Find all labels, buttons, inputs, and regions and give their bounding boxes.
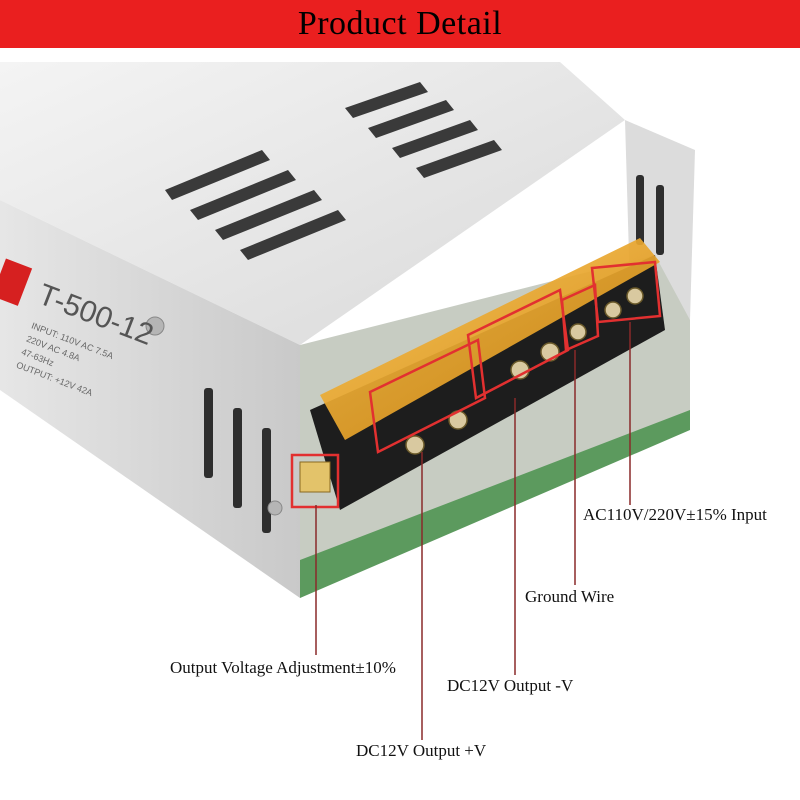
label-dc-output-pos: DC12V Output +V xyxy=(356,741,487,760)
highlight-dc-pos xyxy=(368,338,487,454)
label-ground-wire: Ground Wire xyxy=(525,587,615,606)
vent-slots-right xyxy=(636,175,664,255)
vent-slots-side xyxy=(204,388,271,533)
highlight-boxes xyxy=(290,260,662,509)
highlight-ground xyxy=(560,283,600,352)
terminal-screws xyxy=(405,287,644,455)
label-ac-input: AC110V/220V±15% Input xyxy=(583,505,767,524)
highlight-adjust xyxy=(290,453,340,509)
terminal-block xyxy=(310,255,665,510)
power-supply-photo: T-500-12 INPUT: 110V AC 7.5A 220V AC 4.8… xyxy=(0,62,695,740)
case-side xyxy=(0,200,300,598)
terminal-cover xyxy=(320,238,660,440)
label-voltage-adjust: Output Voltage Adjustment±10% xyxy=(170,658,396,677)
leader-lines xyxy=(315,322,631,740)
header-banner: Product Detail xyxy=(0,0,800,48)
vent-slots-top xyxy=(165,82,502,260)
highlight-ac-input xyxy=(590,260,662,324)
label-dc-output-neg: DC12V Output -V xyxy=(447,676,574,695)
case-screw xyxy=(145,316,165,336)
voltage-adjust-pot xyxy=(299,461,331,493)
page-title: Product Detail xyxy=(297,5,503,42)
